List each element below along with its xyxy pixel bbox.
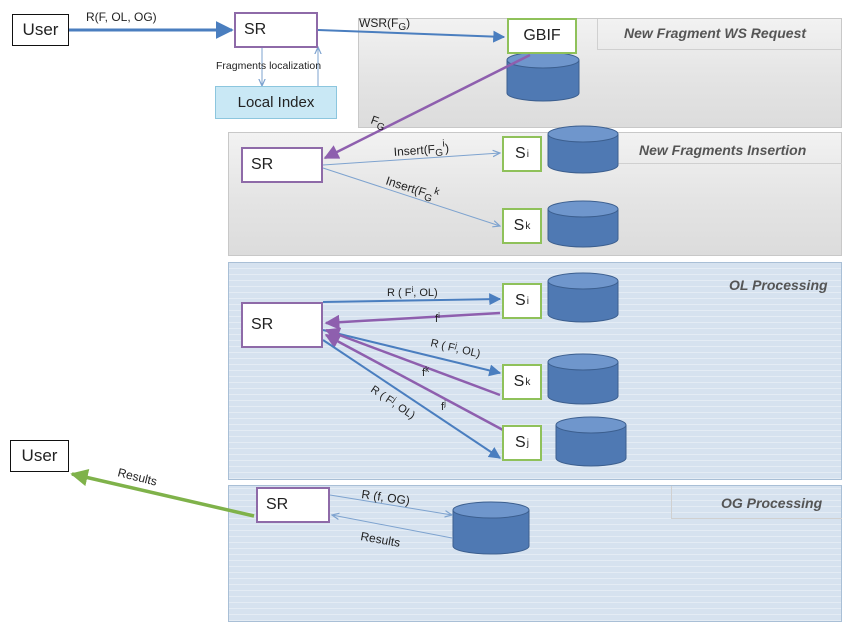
gbif-label: GBIF: [523, 27, 561, 44]
arrow-sr-to-gbif: [317, 29, 506, 43]
panel-title-ol: OL Processing: [729, 277, 828, 293]
arrow-sk-to-sr: [324, 327, 501, 397]
database-cylinder-sk-ol: [547, 353, 619, 405]
si-ol-letter: S: [515, 292, 526, 309]
label-r-fi-ol: R ( Fi, OL): [387, 285, 438, 299]
panel-og-processing: OG Processing: [228, 485, 842, 622]
label-r-f-og: R (f, OG): [361, 487, 411, 508]
label-insert-i: Insert(FGi): [393, 138, 450, 162]
arrow-og-db-to-sr: [332, 515, 453, 539]
local-index-node: Local Index: [215, 86, 337, 119]
panel-title-tab: [597, 19, 842, 50]
sr-node-ol-label: SR: [251, 316, 274, 333]
label-fg: FG: [368, 113, 388, 134]
sr-node-insert-label: SR: [251, 156, 274, 173]
sk-node-sub: k: [525, 220, 531, 232]
sj-ol-sub: j: [526, 437, 529, 449]
database-cylinder-sk-insert: [547, 200, 619, 248]
label-request: R(F, OL, OG): [86, 10, 157, 24]
panel-title-og: OG Processing: [721, 495, 823, 511]
arrow-sj-to-sr: [324, 333, 504, 432]
panel-ws-request: New Fragment WS Request: [358, 18, 842, 128]
label-fragments-localization: Fragments localization: [216, 60, 321, 72]
label-wsr: WSR(FG): [359, 16, 410, 33]
arrow-results-to-user: [70, 469, 255, 518]
sj-ol-letter: S: [515, 434, 526, 451]
database-cylinder-si-insert: [547, 125, 619, 174]
panel-title-tab: [671, 486, 842, 519]
database-cylinder-sj-ol: [555, 416, 627, 467]
user-node-bottom: User: [10, 440, 69, 472]
arrow-sr-to-sk: [322, 329, 502, 377]
arrow-sr-to-sj: [322, 339, 501, 459]
sr-node-insert: SR: [241, 147, 323, 183]
label-fi: fi: [435, 311, 440, 325]
label-fk: fk: [422, 365, 430, 379]
database-cylinder-gbif: [506, 51, 580, 102]
database-cylinder-si-ol: [547, 272, 619, 323]
user-node-top: User: [12, 14, 69, 46]
gbif-node: GBIF: [507, 18, 577, 54]
sr-node-top-label: SR: [244, 21, 267, 38]
arrow-gbif-to-sr-insert: [323, 53, 531, 160]
database-cylinder-og: [452, 501, 530, 555]
local-index-label: Local Index: [237, 94, 315, 111]
user-node-bottom-label: User: [21, 446, 58, 465]
sr-node-top: SR: [234, 12, 318, 48]
label-r-fk-ol: R ( Fj, OL): [429, 335, 482, 360]
arrow-sr-to-si: [322, 293, 502, 306]
arrow-sr-to-og-db: [329, 494, 452, 515]
si-node-sub: i: [526, 148, 529, 160]
user-node-top-label: User: [22, 20, 59, 39]
label-insert-k: Insert(FGk: [383, 171, 442, 207]
sk-node-letter: S: [513, 217, 525, 234]
label-results-og: Results: [359, 529, 401, 550]
sr-node-og: SR: [256, 487, 330, 523]
arrow-insert-sk: [322, 167, 500, 226]
si-node-letter: S: [515, 145, 526, 162]
si-ol-sub: i: [526, 295, 529, 307]
sr-node-og-label: SR: [266, 496, 289, 513]
sr-node-ol: SR: [241, 302, 323, 348]
sk-ol-letter: S: [513, 373, 525, 390]
sk-ol-sub: k: [525, 376, 531, 388]
panel-title-ws-request: New Fragment WS Request: [624, 25, 807, 41]
label-fj: fj: [441, 399, 446, 413]
arrow-insert-si: [322, 153, 500, 166]
panel-title-insertion: New Fragments Insertion: [639, 142, 807, 158]
arrow-si-to-sr: [324, 311, 501, 330]
